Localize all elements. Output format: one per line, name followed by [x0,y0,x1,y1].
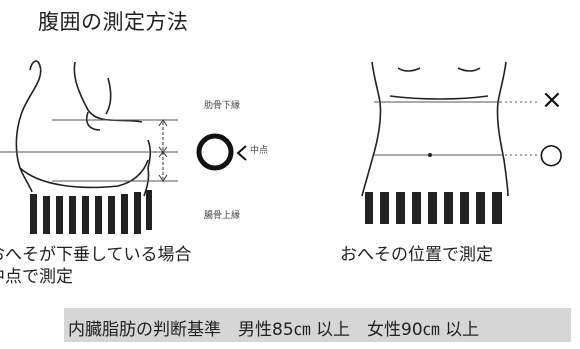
correct-mark-icon: ○ [539,137,564,170]
left-measure-lines [0,119,178,182]
right-caption: おへその位置で測定 [340,245,493,265]
left-pointer-arrow-icon [236,145,247,161]
right-torso-figure [361,61,509,197]
left-caption-line2: 中点で測定 [0,267,73,287]
criteria-box: 内臓脂肪の判断基準 男性85㎝ 以上 女性90㎝ 以上 [64,308,571,342]
left-torso-figure [15,60,152,197]
right-pant-stripes [365,192,502,224]
rib-lower-edge-label: 肋骨下縁 [204,101,241,111]
criteria-text: 内臓脂肪の判断基準 男性85㎝ 以上 女性90㎝ 以上 [68,320,480,340]
right-navel-dot [428,153,432,157]
left-distance-arrows [158,119,168,182]
left-caption: おへそが下垂している場合 中点で測定 [0,244,192,288]
iliac-upper-edge-label: 腸骨上縁 [204,211,241,221]
right-measure-lines [374,101,540,156]
left-pant-stripes [30,190,152,234]
page-title: 腹囲の測定方法 [38,10,189,34]
incorrect-mark-icon: × [541,85,563,115]
left-correct-circle-icon [196,133,234,171]
left-caption-line1: おへそが下垂している場合 [0,245,192,265]
midpoint-label: 中点 [250,146,269,156]
